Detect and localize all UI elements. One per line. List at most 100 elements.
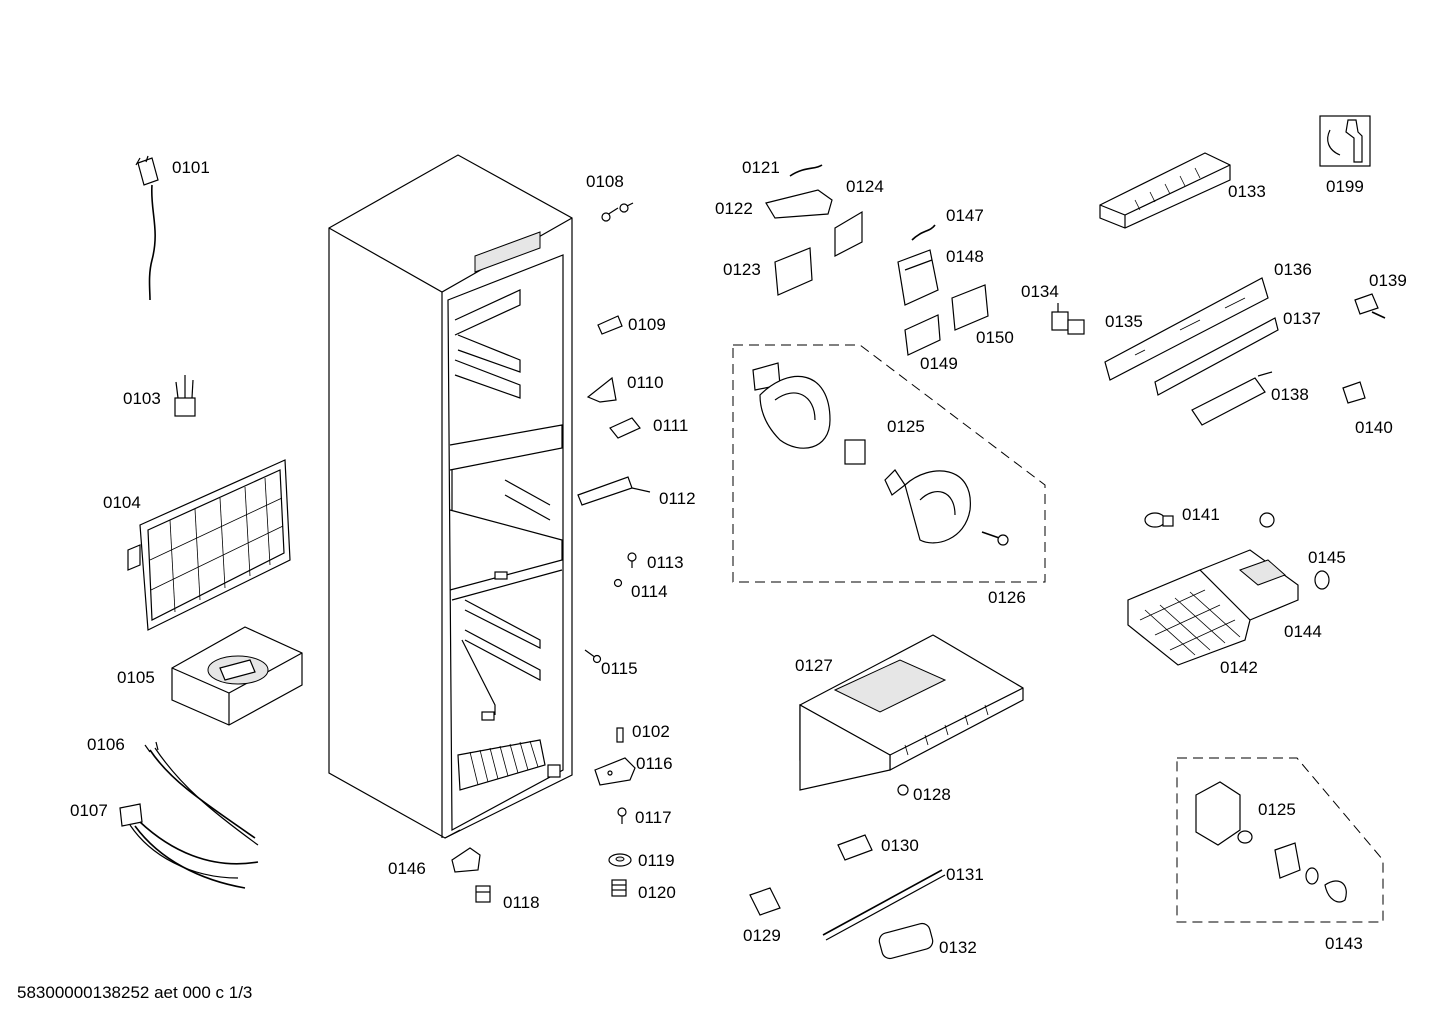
label-0108: 0108 <box>586 172 624 191</box>
part-0149-bracket <box>904 314 941 356</box>
label-0116: 0116 <box>636 754 673 773</box>
part-0129-clip <box>749 887 781 916</box>
label-0139: 0139 <box>1369 271 1407 290</box>
label-0111: 0111 <box>653 416 688 435</box>
label-0115: 0115 <box>601 659 638 678</box>
part-0107-wire-harness <box>119 803 259 889</box>
part-0137-strip <box>1154 317 1279 396</box>
part-0108-screws <box>601 202 634 222</box>
part-0105-drip-tray <box>171 626 303 726</box>
part-0147-clip <box>911 224 936 241</box>
part-0114-washer <box>613 578 623 588</box>
part-0139-connector <box>1354 293 1386 319</box>
label-0125-motor: 0125 <box>1258 800 1296 819</box>
part-0142-grid-tray <box>1127 569 1251 666</box>
label-0114: 0114 <box>631 582 668 601</box>
label-0105: 0105 <box>117 668 155 687</box>
part-0103-terminal-block <box>174 375 196 417</box>
label-0121: 0121 <box>742 158 780 177</box>
part-0101-power-cord <box>135 155 159 301</box>
label-0133: 0133 <box>1228 182 1266 201</box>
label-0126: 0126 <box>988 588 1026 607</box>
label-0199: 0199 <box>1326 177 1364 196</box>
part-0150-cover <box>951 284 989 331</box>
part-0145-bulb <box>1314 570 1330 590</box>
part-0104-condenser-grid <box>127 459 291 631</box>
part-0144-lamp-housing <box>1199 549 1299 621</box>
part-0127-tray <box>799 634 1024 791</box>
part-0128-nut <box>897 784 909 796</box>
label-0120: 0120 <box>638 883 676 902</box>
label-0136: 0136 <box>1274 260 1312 279</box>
part-0109-clip <box>597 315 623 335</box>
part-0133-control-module <box>1099 152 1231 229</box>
fridge-cabinet <box>328 154 573 839</box>
part-0132-cover <box>878 922 934 960</box>
label-0140: 0140 <box>1355 418 1393 437</box>
part-0117-screw <box>617 807 627 824</box>
label-0147: 0147 <box>946 206 984 225</box>
label-0148: 0148 <box>946 247 984 266</box>
label-0127: 0127 <box>795 656 833 675</box>
part-0141-ring <box>1259 512 1275 528</box>
part-0131-rod <box>822 869 946 941</box>
part-0123-cover <box>774 247 813 296</box>
label-0110: 0110 <box>627 373 664 392</box>
part-0141-bulb <box>1144 512 1174 528</box>
document-code: 58300000138252 aet 000 c 1/3 <box>17 983 252 1002</box>
part-0140-switch <box>1342 381 1366 404</box>
label-0132: 0132 <box>939 938 977 957</box>
part-0148-bracket <box>897 249 939 306</box>
part-0118-foot <box>475 885 491 903</box>
label-0123: 0123 <box>723 260 761 279</box>
part-0121-clip <box>789 164 823 177</box>
part-0120-foot <box>611 879 627 897</box>
label-0109: 0109 <box>628 315 666 334</box>
part-0143-motor-assembly <box>1176 757 1384 923</box>
part-0122-bracket <box>765 189 833 219</box>
label-0101: 0101 <box>172 158 210 177</box>
part-0138-display-module <box>1191 371 1273 426</box>
part-0136-panel <box>1104 277 1269 381</box>
part-0102-screw <box>616 727 624 743</box>
label-0135: 0135 <box>1105 312 1143 331</box>
part-0111-plate <box>609 417 641 439</box>
label-0102: 0102 <box>632 722 670 741</box>
part-0119-foot-washer <box>608 853 632 867</box>
label-0112: 0112 <box>659 489 696 508</box>
label-0137: 0137 <box>1283 309 1321 328</box>
label-0144: 0144 <box>1284 622 1322 641</box>
part-0106-wire-harness <box>144 741 259 846</box>
part-labels: 0101 0103 0104 0105 0106 0107 0108 0109 … <box>70 158 1407 957</box>
label-0131: 0131 <box>946 865 984 884</box>
label-0130: 0130 <box>881 836 919 855</box>
part-0126-fan-assembly <box>732 344 1046 583</box>
part-0112-hinge-bar <box>577 476 651 506</box>
part-0124-cover <box>834 210 863 257</box>
label-0143: 0143 <box>1325 934 1363 953</box>
label-0149: 0149 <box>920 354 958 373</box>
label-0103: 0103 <box>123 389 161 408</box>
label-0119: 0119 <box>638 851 675 870</box>
label-0122: 0122 <box>715 199 753 218</box>
label-0146: 0146 <box>388 859 426 878</box>
label-0138: 0138 <box>1271 385 1309 404</box>
part-0130-block <box>837 834 873 861</box>
label-0125-fan: 0125 <box>887 417 925 436</box>
part-0135-switch <box>1067 319 1085 335</box>
label-0118: 0118 <box>503 893 540 912</box>
part-0115-pin <box>584 649 602 664</box>
part-0199-service-icon <box>1319 115 1371 167</box>
label-0104: 0104 <box>103 493 141 512</box>
part-0116-hinge <box>594 757 636 786</box>
part-0113-screw <box>627 552 637 568</box>
part-0146-hinge <box>451 847 481 873</box>
label-0141: 0141 <box>1182 505 1220 524</box>
label-0124: 0124 <box>846 177 884 196</box>
label-0106: 0106 <box>87 735 125 754</box>
label-0129: 0129 <box>743 926 781 945</box>
label-0128: 0128 <box>913 785 951 804</box>
label-0134: 0134 <box>1021 282 1059 301</box>
part-0134-switch <box>1051 303 1069 331</box>
